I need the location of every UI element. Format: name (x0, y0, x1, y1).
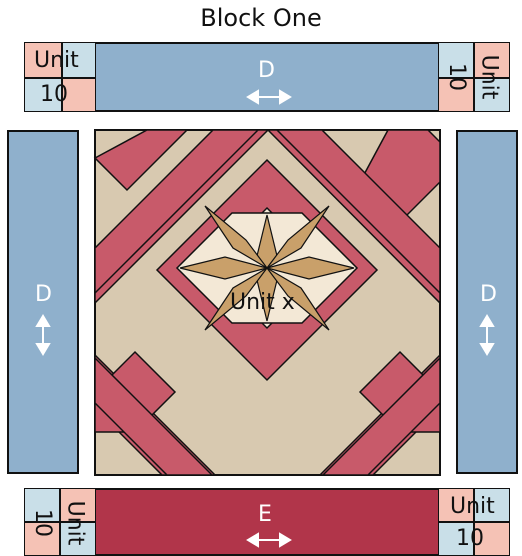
left-strip-arrow-icon (37, 316, 49, 354)
right-strip-arrow-icon (481, 316, 493, 354)
top-strip-arrow-icon (248, 91, 290, 103)
center-unit-label: Unit x (230, 290, 295, 315)
bottom-strip-arrow-icon (248, 534, 290, 546)
